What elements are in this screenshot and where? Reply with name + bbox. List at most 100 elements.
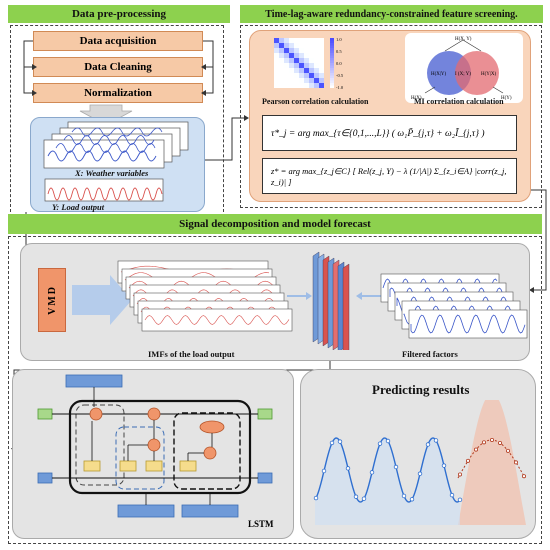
- venn-bottom-right-label: H(Y): [501, 96, 512, 101]
- actual-point: [321, 468, 327, 474]
- heatmap-cell: [294, 83, 299, 88]
- preprocessing-header: Data pre-processing: [8, 5, 230, 23]
- heatmap-cell: [289, 38, 294, 43]
- actual-point: [345, 466, 351, 471]
- heatmap-cell: [284, 43, 289, 48]
- decomposition-frame: [8, 236, 542, 544]
- step-data-acquisition: Data acquisition: [33, 31, 203, 51]
- colorbar-segment: [330, 63, 334, 66]
- colorbar-segment: [330, 85, 334, 88]
- actual-point: [337, 439, 343, 444]
- heatmap-cell: [309, 58, 314, 63]
- prediction-point: [481, 440, 486, 445]
- step-data-cleaning: Data Cleaning: [33, 57, 203, 77]
- step-normalization: Normalization: [33, 83, 203, 103]
- heatmap-cell: [314, 68, 319, 73]
- actual-point: [425, 442, 431, 447]
- heatmap-cell: [284, 83, 289, 88]
- heatmap-cell: [279, 53, 284, 58]
- actual-point: [385, 438, 391, 444]
- tau-formula: τ*_j = arg max_{τ∈{0,1,...,L}} ( ω₁P̃_{j…: [262, 115, 517, 151]
- heatmap-cell: [304, 43, 309, 48]
- colorbar-segment: [330, 40, 334, 43]
- heatmap-cell: [309, 53, 314, 58]
- actual-point: [369, 470, 375, 475]
- venn-right-label: H(Y|X): [481, 72, 496, 77]
- heatmap-cell: [299, 38, 304, 43]
- heatmap-cell: [319, 38, 324, 43]
- heatmap-cell: [284, 38, 289, 43]
- heatmap-cell: [279, 43, 284, 48]
- colorbar-segment: [330, 50, 334, 53]
- screening-frame: [240, 25, 542, 208]
- heatmap-cell: [314, 43, 319, 48]
- heatmap-cell: [314, 83, 319, 88]
- heatmap-cell: [294, 68, 299, 73]
- heatmap-cell: [274, 43, 279, 48]
- colorbar-segment: [330, 48, 334, 51]
- heatmap-cell: [279, 38, 284, 43]
- colorbar-segment: [330, 38, 334, 41]
- heatmap-cell: [319, 83, 324, 88]
- colorbar-segment: [330, 55, 334, 58]
- heatmap-cell: [304, 38, 309, 43]
- heatmap-cell: [314, 73, 319, 78]
- heatmap-cell: [279, 48, 284, 53]
- heatmap-cell: [299, 53, 304, 58]
- prediction-point: [513, 460, 518, 465]
- heatmap-cell: [304, 73, 309, 78]
- heatmap-cell: [284, 68, 289, 73]
- heatmap-cell: [289, 58, 294, 63]
- venn-left-label: H(X|Y): [431, 72, 446, 77]
- heatmap-cell: [304, 83, 309, 88]
- heatmap-cell: [299, 73, 304, 78]
- heatmap-cell: [284, 73, 289, 78]
- vmd-block: VMD: [38, 268, 66, 332]
- heatmap-cell: [294, 73, 299, 78]
- heatmap-cell: [309, 83, 314, 88]
- heatmap-cell: [289, 53, 294, 58]
- pearson-label: Pearson correlation calculation: [262, 97, 369, 106]
- prediction-point: [473, 447, 478, 452]
- heatmap-cell: [314, 63, 319, 68]
- heatmap-cell: [319, 48, 324, 53]
- actual-point: [409, 497, 415, 502]
- load-output-label: Y: Load output: [52, 202, 105, 212]
- filtered-to-stack-arrow: [356, 292, 383, 300]
- colorbar-tick: 0.5: [336, 49, 342, 54]
- actual-point: [457, 497, 463, 503]
- heatmap-cell: [274, 48, 279, 53]
- heatmap-cell: [304, 68, 309, 73]
- heatmap-cell: [319, 43, 324, 48]
- actual-point: [377, 441, 383, 446]
- heatmap-cell: [289, 63, 294, 68]
- colorbar-tick: -0.5: [336, 73, 344, 78]
- heatmap-cell: [274, 83, 279, 88]
- heatmap-cell: [309, 63, 314, 68]
- heatmap-cell: [274, 63, 279, 68]
- colorbar-segment: [330, 58, 334, 61]
- heatmap-cell: [289, 43, 294, 48]
- mi-label: MI correlation calculation: [414, 97, 504, 106]
- actual-area: [315, 438, 460, 525]
- colorbar-segment: [330, 75, 334, 78]
- heatmap-cell: [284, 58, 289, 63]
- actual-point: [393, 464, 399, 470]
- heatmap-cell: [294, 63, 299, 68]
- heatmap-cell: [304, 48, 309, 53]
- venn-bottom-left-label: H(X): [411, 96, 422, 101]
- heatmap-cell: [289, 73, 294, 78]
- heatmap-cell: [284, 53, 289, 58]
- heatmap-cell: [304, 53, 309, 58]
- heatmap-cell: [319, 68, 324, 73]
- z-formula: z* = arg max_{z_j∈C} [ Rel(z_j, Y) − λ (…: [262, 158, 517, 194]
- prediction-point: [521, 474, 526, 479]
- heatmap-cell: [314, 58, 319, 63]
- heatmap-cell: [279, 78, 284, 83]
- prediction-point: [457, 472, 462, 477]
- heatmap-cell: [314, 38, 319, 43]
- heatmap-cell: [309, 43, 314, 48]
- venn-center-label: I (X; Y): [455, 72, 471, 77]
- prediction-point: [465, 458, 470, 463]
- heatmap-cell: [294, 38, 299, 43]
